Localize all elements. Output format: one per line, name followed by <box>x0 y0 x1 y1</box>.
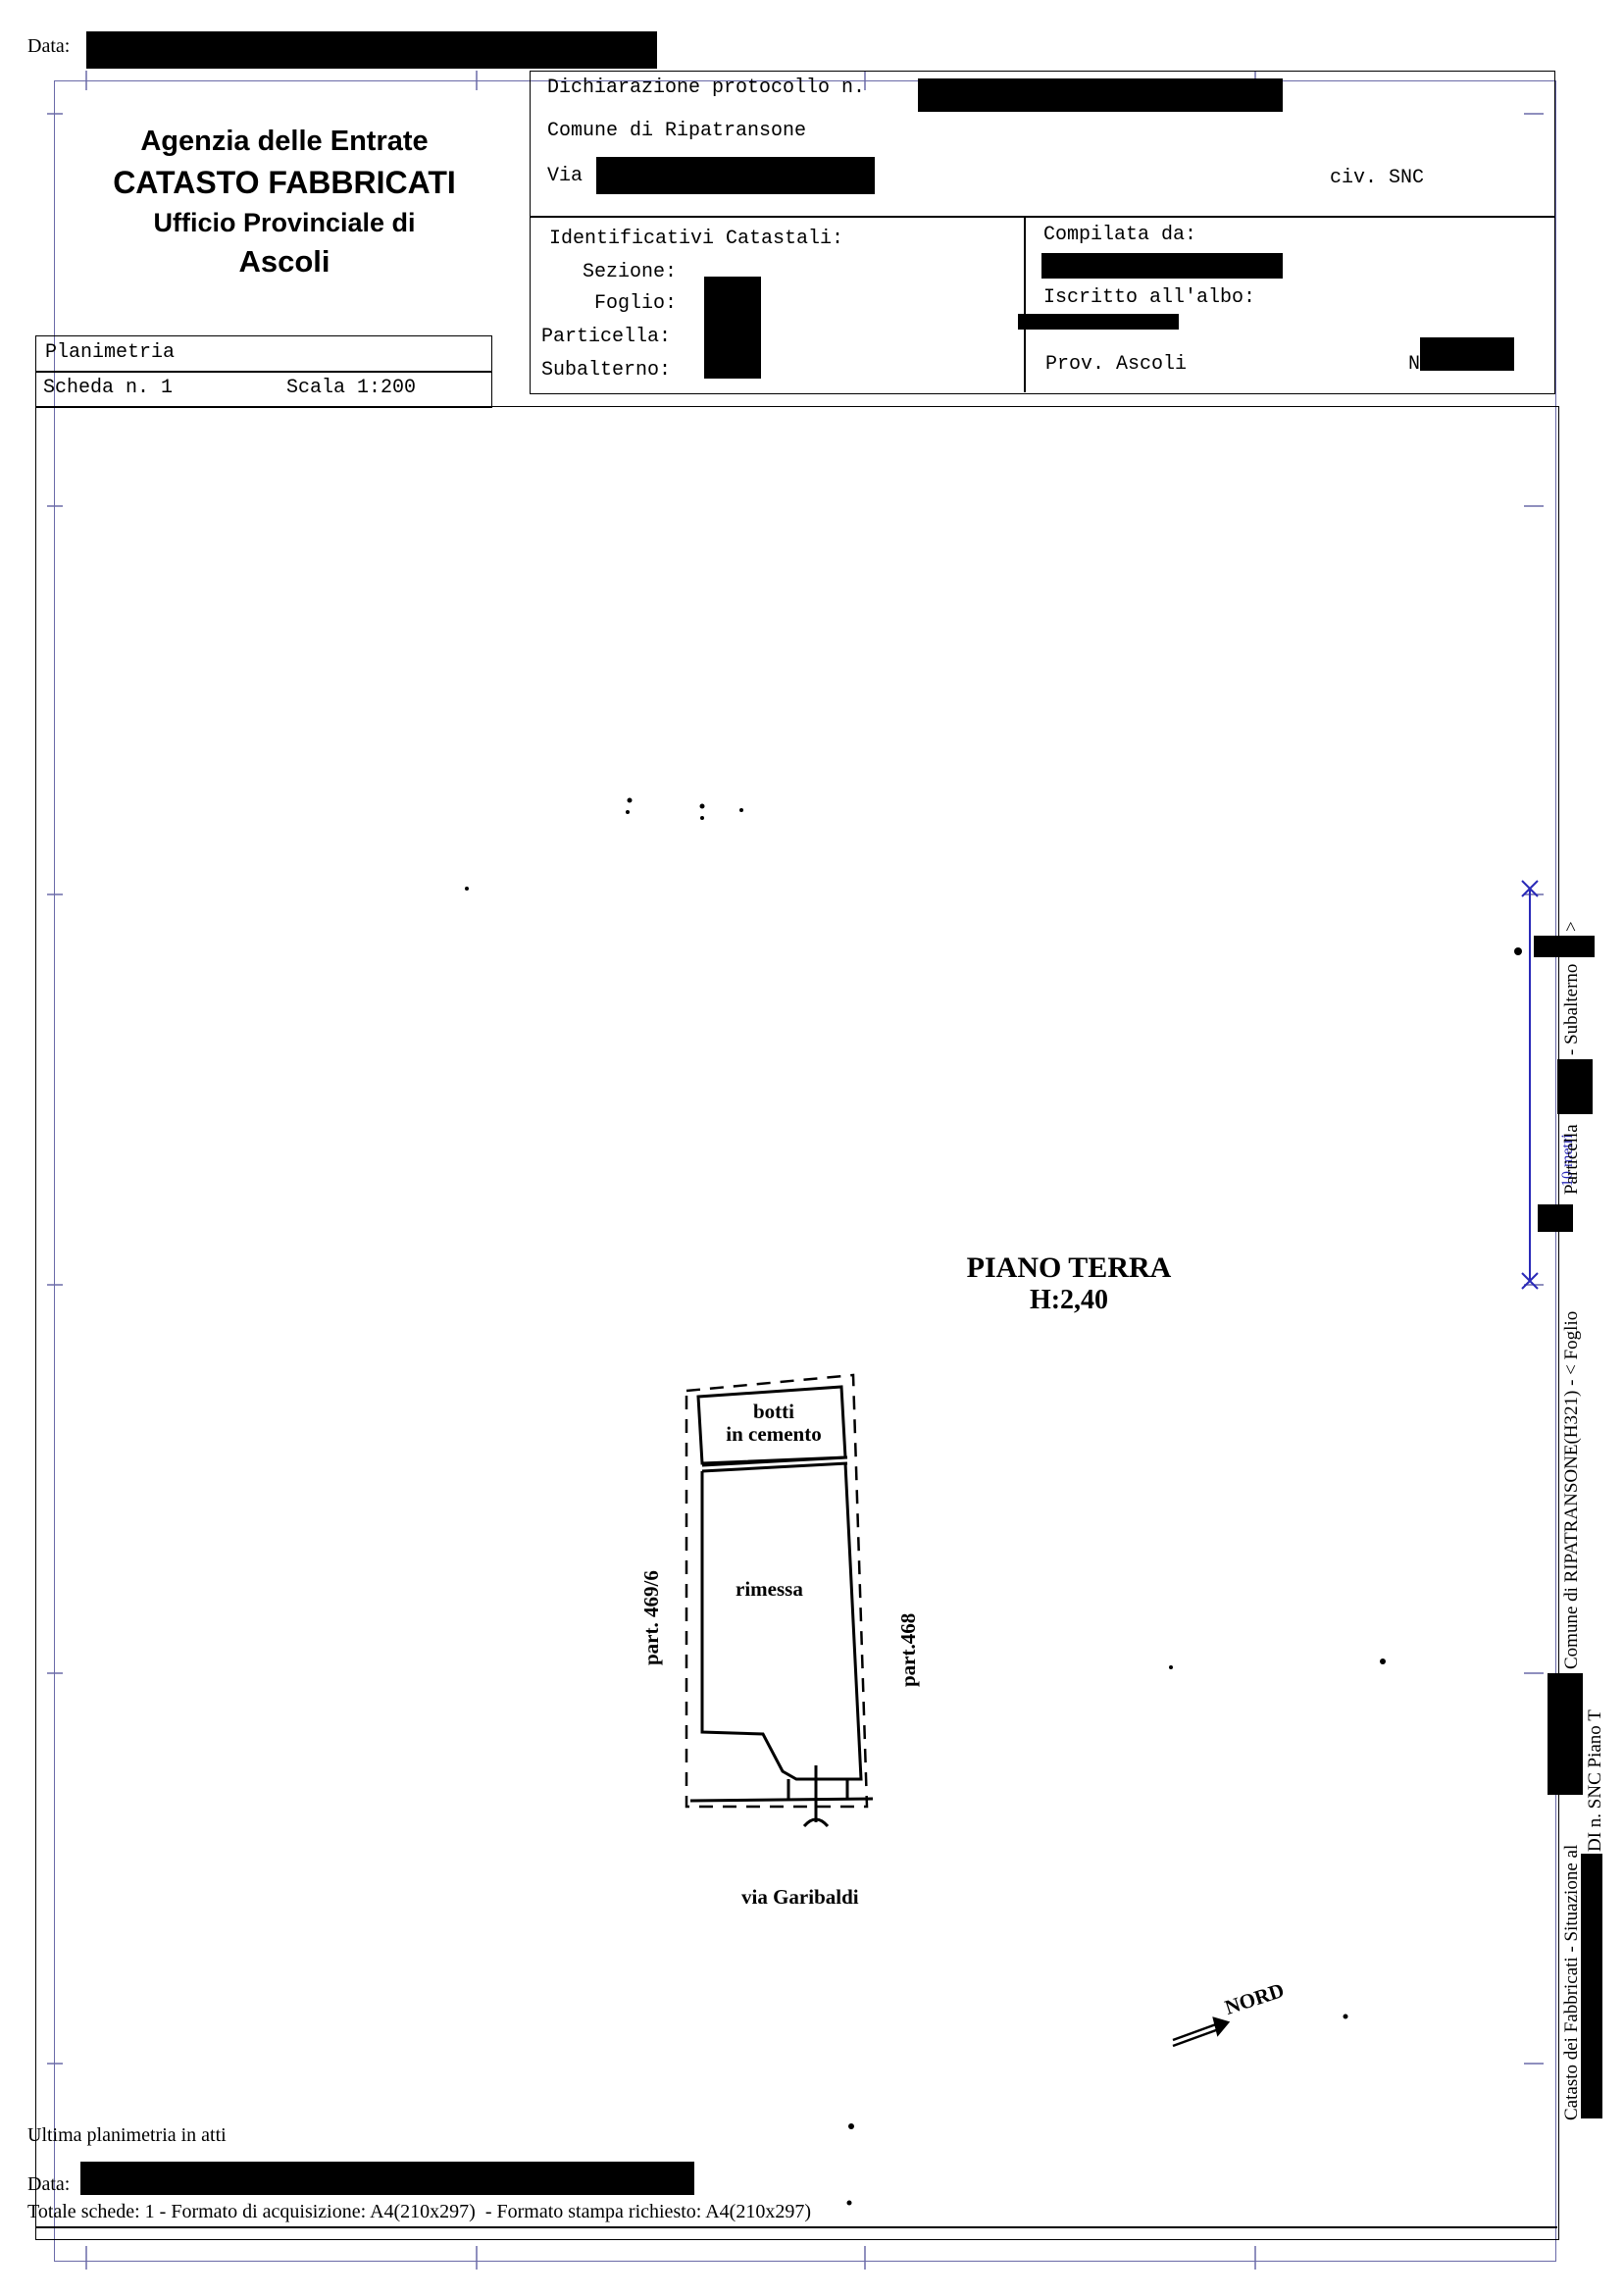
identificativi-divider <box>1024 216 1026 392</box>
side-text-e: > <box>1561 921 1582 932</box>
subalterno-label: Subalterno: <box>541 359 672 382</box>
scheda-divider <box>35 371 492 373</box>
redaction-side-line2 <box>1581 1854 1602 2118</box>
redaction-side-foglio <box>1538 1204 1573 1232</box>
civico-label: civ. SNC <box>1330 167 1425 189</box>
totale-schede: Totale schede: 1 - Formato di acquisizio… <box>27 2201 811 2222</box>
dichiarazione-label: Dichiarazione protocollo n. <box>547 77 866 99</box>
room-botti-line1: botti <box>753 1400 794 1423</box>
prov-label: Prov. Ascoli <box>1045 353 1188 376</box>
room-rimessa: rimessa <box>736 1577 803 1601</box>
redaction-identificativi <box>704 277 761 379</box>
compilata-label: Compilata da: <box>1043 224 1197 246</box>
agency-name: Agenzia delle Entrate <box>140 126 429 157</box>
scala-label: Scala 1:200 <box>286 377 417 399</box>
redaction-top-date <box>86 31 657 69</box>
redaction-albo <box>1018 314 1179 330</box>
redaction-via <box>596 157 875 194</box>
identificativi-box <box>530 216 1555 394</box>
left-parcel-label: part. 469/6 <box>639 1570 663 1665</box>
piano-title: PIANO TERRA <box>966 1251 1172 1284</box>
room-botti-line2: in cemento <box>726 1422 822 1446</box>
sezione-label: Sezione: <box>583 261 678 283</box>
right-parcel-label: part.468 <box>896 1612 920 1687</box>
particella-label: Particella: <box>541 326 672 348</box>
drawing-frame <box>35 406 1559 2240</box>
piano-height: H:2,40 <box>1029 1285 1109 1315</box>
ufficio-label: Ufficio Provinciale di <box>153 208 416 237</box>
side-text-a: Catasto dei Fabbricati - Situazione al <box>1561 1844 1582 2120</box>
redaction-footer-date <box>80 2162 694 2195</box>
redaction-compiler <box>1041 253 1283 279</box>
scheda-number: Scheda n. 1 <box>43 377 174 399</box>
redaction-protocol <box>918 78 1283 112</box>
side-text-c: Particella <box>1561 1124 1582 1195</box>
planimetria-label: Planimetria <box>45 341 176 364</box>
ufficio-city: Ascoli <box>238 244 330 279</box>
top-data-label: Data: <box>27 35 71 57</box>
catasto-title: CATASTO FABBRICATI <box>113 165 456 200</box>
foglio-label: Foglio: <box>594 292 678 315</box>
iscritto-label: Iscritto all'albo: <box>1043 286 1256 309</box>
identificativi-title: Identificativi Catastali: <box>549 228 844 250</box>
side-text-line2: DI n. SNC Piano T <box>1585 1709 1605 1852</box>
via-label: Via <box>547 165 584 187</box>
ultima-planimetria: Ultima planimetria in atti <box>27 2124 227 2146</box>
redaction-side-particella <box>1557 1059 1593 1114</box>
footer-rule <box>35 2226 1557 2228</box>
footer-data-label: Data: <box>27 2173 71 2195</box>
outer-frame <box>54 80 1556 2262</box>
redaction-numero <box>1420 337 1514 371</box>
numero-label: N <box>1408 353 1421 376</box>
side-text-b: Comune di RIPATRANSONE(H321) - < Foglio <box>1561 1310 1582 1669</box>
redaction-side-date <box>1548 1673 1583 1795</box>
street-label: via Garibaldi <box>741 1885 859 1909</box>
comune-label: Comune di Ripatransone <box>547 120 807 142</box>
protocol-box <box>530 71 1555 218</box>
redaction-side-subalterno <box>1534 936 1595 957</box>
side-text-d: - Subalterno <box>1561 963 1582 1055</box>
